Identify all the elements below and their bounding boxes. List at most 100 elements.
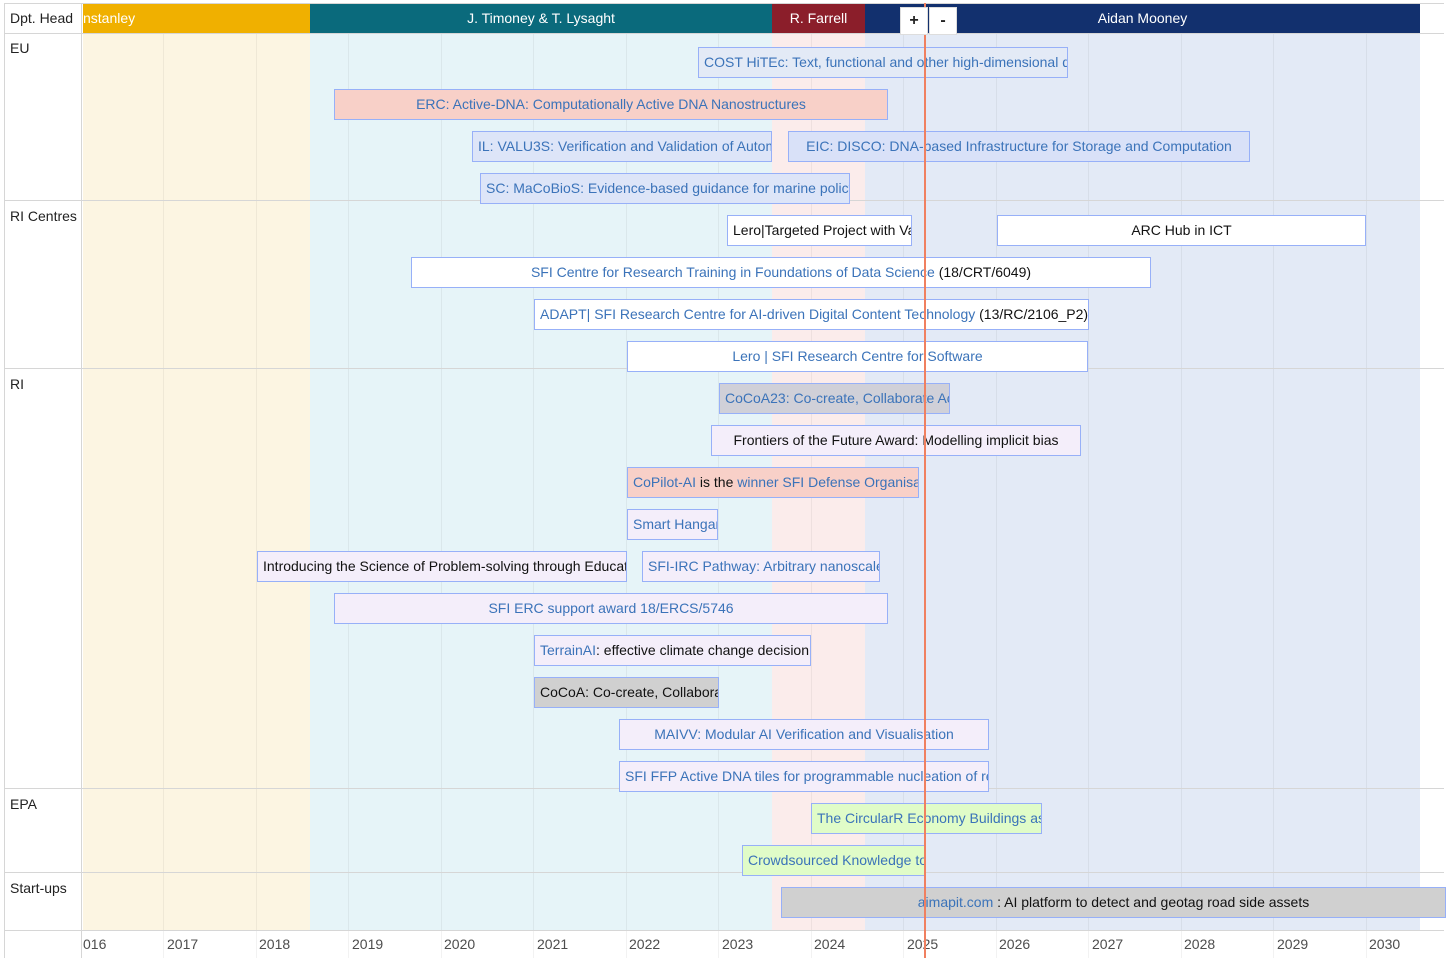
head-band-1: nstanley (83, 3, 310, 33)
item-link[interactable]: SFI-IRC Pathway: Arbitrary nanoscale (648, 558, 880, 574)
zoom-in-button[interactable]: + (900, 7, 928, 35)
group-label-ri: RI (10, 376, 24, 392)
grid-line (533, 33, 534, 958)
band-head-1 (83, 33, 310, 930)
timeline-item[interactable]: SC: MaCoBioS: Evidence-based guidance fo… (480, 173, 850, 204)
item-link[interactable]: CoPilot-AI (633, 474, 697, 490)
group-label-start-ups: Start-ups (10, 880, 67, 896)
item-link[interactable]: The CircularR Economy Buildings as (817, 810, 1042, 826)
axis-tick-label: 2026 (999, 936, 1031, 952)
item-link[interactable]: SFI FFP Active DNA tiles for programmabl… (625, 768, 988, 784)
axis-tick-label: 2028 (1184, 936, 1216, 952)
timeline-item[interactable]: SFI ERC support award 18/ERCS/5746 (334, 593, 888, 624)
head-label: J. Timoney & T. Lysaght (467, 10, 615, 26)
zoom-out-button[interactable]: - (929, 7, 957, 35)
axis-tick-label: 2020 (444, 936, 476, 952)
timeline-item[interactable]: ADAPT| SFI Research Centre for AI-driven… (534, 299, 1089, 330)
timeline-item[interactable]: aimapit.com : AI platform to detect and … (781, 887, 1446, 918)
timeline-item[interactable]: ERC: Active-DNA: Computationally Active … (334, 89, 888, 120)
item-link[interactable]: aimapit.com (917, 894, 994, 910)
grid-line (1273, 33, 1274, 958)
item-link[interactable]: TerrainAI (540, 642, 597, 658)
item-text: : effective climate change decision (596, 642, 810, 658)
item-text: Frontiers of the Future Award: Modelling… (733, 432, 1059, 448)
grid-line (1181, 33, 1182, 958)
axis-tick-label: 016 (83, 936, 107, 952)
corner-label: Dpt. Head (10, 10, 74, 26)
timeline-item[interactable]: Smart Hangar (627, 509, 718, 540)
item-link[interactable]: ERC: Active-DNA: Computationally Active … (416, 96, 806, 112)
item-text: is the (696, 474, 738, 490)
head-label: R. Farrell (789, 10, 848, 26)
head-band-4: Aidan Mooney (865, 3, 1420, 33)
item-link[interactable]: SFI Centre for Research Training in Foun… (530, 264, 935, 280)
group-separator (4, 33, 1444, 34)
item-text: ARC Hub in ICT (1131, 222, 1232, 238)
item-link[interactable]: Smart Hangar (633, 516, 718, 532)
axis-tick-label: 2018 (259, 936, 291, 952)
head-band-3: R. Farrell (772, 3, 865, 33)
head-band-2: J. Timoney & T. Lysaght (310, 3, 772, 33)
head-label: Aidan Mooney (1097, 10, 1188, 26)
axis-tick-label: 2025 (907, 936, 939, 952)
timeline-item[interactable]: ARC Hub in ICT (997, 215, 1366, 246)
item-link[interactable]: IL: VALU3S: Verification and Validation … (478, 138, 771, 154)
band-head-4 (865, 33, 1420, 930)
item-link[interactable]: SFI ERC support award 18/ERCS/5746 (488, 600, 734, 616)
timeline-item[interactable]: Introducing the Science of Problem-solvi… (257, 551, 627, 582)
timeline-item[interactable]: Lero|Targeted Project with Valeo (727, 215, 912, 246)
item-link[interactable]: Crowdsourced Knowledge to (748, 852, 925, 868)
axis-tick-label: 2019 (352, 936, 384, 952)
item-link[interactable]: winner SFI Defense Organisation (737, 474, 918, 490)
item-text: Introducing the Science of Problem-solvi… (263, 558, 627, 574)
axis-tick-label: 2029 (1277, 936, 1309, 952)
item-link[interactable]: Lero | SFI Research Centre for Software (732, 348, 983, 364)
axis-tick-label: 2021 (537, 936, 569, 952)
group-label-epa: EPA (10, 796, 37, 812)
axis-tick-label: 2022 (629, 936, 661, 952)
group-label-eu: EU (10, 40, 30, 56)
timeline-item[interactable]: CoCoA23: Co-create, Collaborate Act (719, 383, 950, 414)
grid-line (256, 33, 257, 958)
timeline-item[interactable]: CoCoA: Co-create, Collaborate (534, 677, 719, 708)
timeline-item[interactable]: Crowdsourced Knowledge to (742, 845, 925, 876)
timeline-item[interactable]: Frontiers of the Future Award: Modelling… (711, 425, 1081, 456)
timeline-item[interactable]: TerrainAI: effective climate change deci… (534, 635, 811, 666)
grid-line (626, 33, 627, 958)
timeline-item[interactable]: EIC: DISCO: DNA-based Infrastructure for… (788, 131, 1250, 162)
grid-line (163, 33, 164, 958)
axis-tick-label: 2027 (1092, 936, 1124, 952)
grid-line (1088, 33, 1089, 958)
grid-line (996, 33, 997, 958)
timeline-item[interactable]: COST HiTEc: Text, functional and other h… (698, 47, 1068, 78)
item-link[interactable]: EIC: DISCO: DNA-based Infrastructure for… (806, 138, 1232, 154)
item-text: : AI platform to detect and geotag road … (993, 894, 1310, 910)
axis-tick-label: 2017 (167, 936, 199, 952)
axis-tick-label: 2030 (1369, 936, 1401, 952)
timeline-item[interactable]: CoPilot-AI is the winner SFI Defense Org… (627, 467, 919, 498)
item-link[interactable]: ADAPT| SFI Research Centre for AI-driven… (540, 306, 976, 322)
grid-line (441, 33, 442, 958)
timeline-item[interactable]: SFI FFP Active DNA tiles for programmabl… (619, 761, 989, 792)
axis-tick-label: 2023 (722, 936, 754, 952)
item-text: Lero|Targeted Project with Valeo (733, 222, 911, 238)
timeline-item[interactable]: SFI-IRC Pathway: Arbitrary nanoscale (642, 551, 880, 582)
timeline-item[interactable]: SFI Centre for Research Training in Foun… (411, 257, 1151, 288)
timeline-item[interactable]: Lero | SFI Research Centre for Software (627, 341, 1088, 372)
current-time-marker (924, 3, 926, 958)
item-link[interactable]: COST HiTEc: Text, functional and other h… (704, 54, 1068, 70)
group-separator (4, 872, 1444, 873)
item-link[interactable]: CoCoA23: Co-create, Collaborate Act (725, 390, 950, 406)
head-label: nstanley (83, 10, 136, 26)
item-text: (13/RC/2106_P2) (975, 306, 1089, 322)
timeline-item[interactable]: MAIVV: Modular AI Verification and Visua… (619, 719, 989, 750)
group-label-column (4, 3, 82, 958)
item-text: CoCoA: Co-create, Collaborate (540, 684, 719, 700)
grid-line (1366, 33, 1367, 958)
item-link[interactable]: MAIVV: Modular AI Verification and Visua… (654, 726, 954, 742)
timeline-item[interactable]: The CircularR Economy Buildings as (811, 803, 1042, 834)
timeline-item[interactable]: IL: VALU3S: Verification and Validation … (472, 131, 772, 162)
item-link[interactable]: SC: MaCoBioS: Evidence-based guidance fo… (486, 180, 850, 196)
group-separator (4, 3, 1444, 4)
